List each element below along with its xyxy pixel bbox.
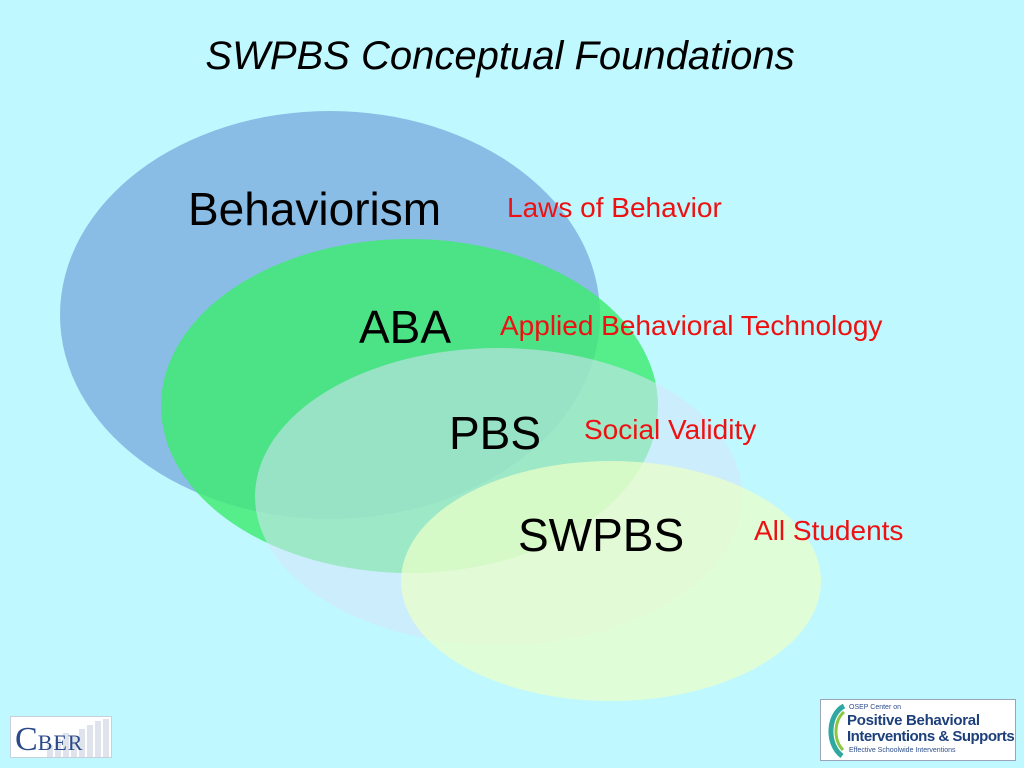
swpbs-label: SWPBS: [518, 509, 685, 561]
swpbs-ellipse: [401, 461, 821, 701]
cber-logo-text: CBER: [15, 721, 84, 758]
pbis-logo-line1: OSEP Center on: [849, 704, 902, 711]
pbis-logo-line2: Positive Behavioral: [847, 712, 980, 729]
pbis-logo-line4: Effective Schoolwide Interventions: [849, 747, 956, 754]
aba-label: ABA: [359, 301, 452, 353]
swpbs-note: All Students: [754, 515, 904, 546]
pbis-logo: OSEP Center on Positive Behavioral Inter…: [820, 699, 1016, 761]
pbis-logo-line3: Interventions & Supports: [847, 728, 1015, 745]
behaviorism-note: Laws of Behavior: [507, 192, 722, 223]
pbis-swoosh-icon: [828, 704, 846, 758]
aba-note: Applied Behavioral Technology: [500, 310, 883, 341]
slide-title: SWPBS Conceptual Foundations: [205, 34, 795, 78]
cber-bars-graphic: [45, 717, 111, 757]
pbs-label: PBS: [449, 407, 542, 459]
cber-logo: CBER: [10, 716, 112, 758]
behaviorism-label: Behaviorism: [188, 183, 442, 235]
pbs-note: Social Validity: [584, 414, 757, 445]
